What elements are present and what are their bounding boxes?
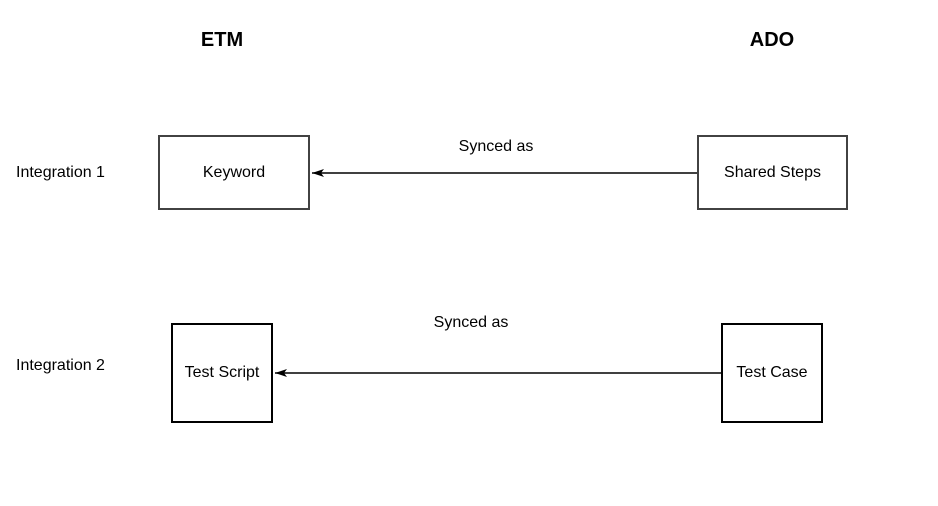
arrow-label-synced-as-1: Synced as xyxy=(458,138,534,155)
column-header-ado: ADO xyxy=(749,29,795,51)
row-label-integration-1: Integration 1 xyxy=(16,164,105,181)
test-case-box-label: Test Case xyxy=(736,364,808,381)
arrow-label-synced-as-2: Synced as xyxy=(433,314,509,331)
shared-steps-box-label: Shared Steps xyxy=(724,163,821,181)
test-script-box: Test Script xyxy=(171,323,273,423)
keyword-box-label: Keyword xyxy=(202,163,266,181)
row-label-integration-2: Integration 2 xyxy=(16,357,105,374)
test-script-box-label: Test Script xyxy=(184,364,260,381)
keyword-box: Keyword xyxy=(158,135,310,210)
column-header-etm: ETM xyxy=(200,29,244,51)
test-case-box: Test Case xyxy=(721,323,823,423)
shared-steps-box: Shared Steps xyxy=(697,135,848,210)
